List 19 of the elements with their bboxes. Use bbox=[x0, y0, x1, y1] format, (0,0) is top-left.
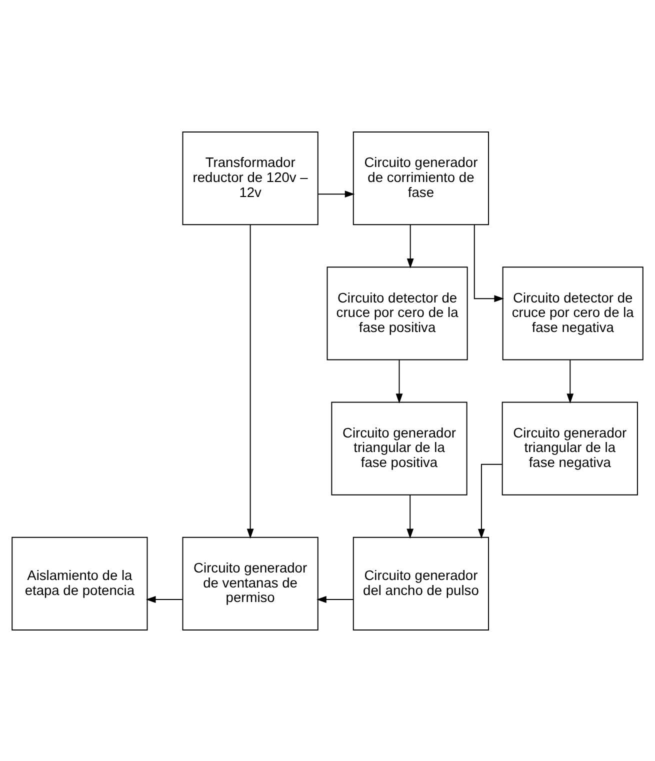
node-box: Transformador reductor de 120v – 12v bbox=[182, 130, 318, 225]
arrow bbox=[406, 224, 414, 268]
node-box: Circuito generador del ancho de pulso bbox=[352, 536, 490, 630]
arrow bbox=[316, 596, 354, 602]
node-box: Circuito detector de cruce por cero de la fase negativa bbox=[502, 266, 644, 360]
arrow bbox=[318, 190, 355, 198]
node-box: Circuito generador de ventanas de permiso bbox=[182, 536, 318, 630]
arrow bbox=[478, 463, 502, 538]
node-box: Circuito detector de cruce por cero de la fase positiva bbox=[326, 266, 468, 360]
arrow bbox=[146, 596, 183, 602]
node-box: Circuito generador triangular de la fase negativa bbox=[502, 401, 638, 495]
node-box: Aislamiento de la etapa de potencia bbox=[12, 536, 148, 630]
arrow bbox=[566, 358, 574, 403]
arrow bbox=[246, 224, 254, 538]
arrow bbox=[396, 358, 403, 403]
arrow bbox=[474, 224, 504, 302]
node-box: Circuito generador de corrimiento de fase bbox=[352, 130, 490, 225]
node-box: Circuito generador triangular de la fase positiva bbox=[331, 401, 468, 495]
arrow bbox=[406, 494, 414, 538]
